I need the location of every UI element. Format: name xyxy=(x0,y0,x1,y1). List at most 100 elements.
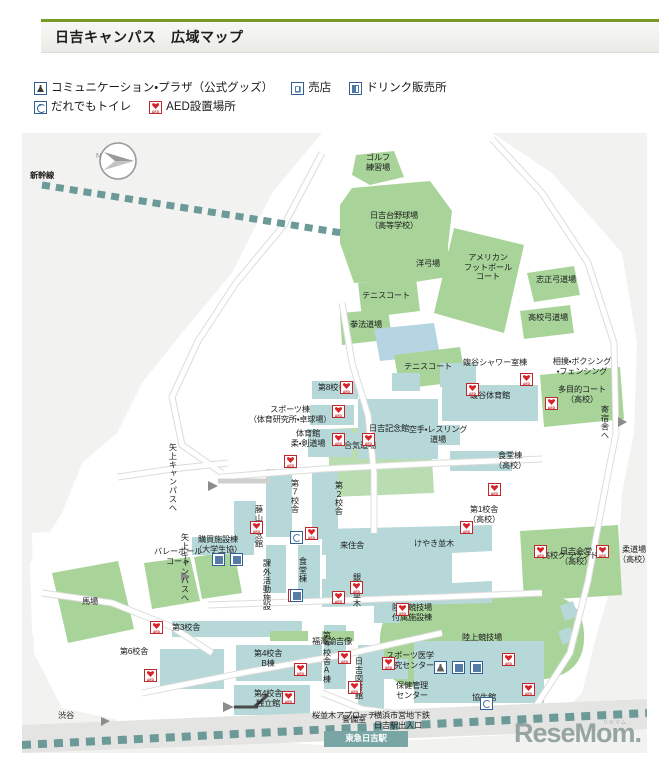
label-gymnasium-judo-kendo: 体育館 柔・剣道場 xyxy=(290,429,326,448)
outdoor-activity-shape xyxy=(266,545,286,593)
aed-marker-building-2[interactable]: AED xyxy=(332,591,345,604)
watermark-kana: リセマム xyxy=(602,720,627,726)
aed-marker-sports-building[interactable]: AED xyxy=(332,405,345,418)
label-karate-wrestling-dojo: 空手・レスリング 道場 xyxy=(408,425,468,444)
archery-range-shape xyxy=(400,245,454,283)
header-bar: 日吉キャンパス 広域マップ xyxy=(41,22,659,53)
label-outdoor-sports-club: 課外活動施設 xyxy=(262,559,271,611)
shop-marker-kyoseikan[interactable] xyxy=(452,661,465,674)
aed-marker-dining-hall[interactable]: AED xyxy=(305,527,318,540)
aed-marker-kyoseikan-lower[interactable]: AED xyxy=(522,683,535,696)
label-sports-medicine-center: スポーツ医学 研究センター xyxy=(386,651,434,670)
american-football-court-shape xyxy=(434,228,524,333)
aed-marker-health-center[interactable]: AED xyxy=(382,657,395,670)
building-4-independent-shape xyxy=(234,685,310,715)
label-uenoya-gymnasium: 蝮谷体育館 xyxy=(470,391,510,400)
legend-label-aed: AED設置場所 xyxy=(166,101,236,113)
tokyu-hiyoshi-station[interactable]: 東急日吉駅 xyxy=(324,731,408,747)
building-7-shape xyxy=(266,469,292,537)
label-archery-range: 洋弓場 xyxy=(416,259,440,268)
legend-label-accessible-toilet: だれでもトイレ xyxy=(51,101,132,113)
label-building-4-a: 第４校舎A棟 xyxy=(322,631,331,684)
label-health-center: 保健管理 センター xyxy=(396,681,428,700)
label-horse-riding-ground: 馬場 xyxy=(82,597,98,606)
aed-marker-sumo-boxing[interactable]: AED xyxy=(520,373,533,386)
coop-facility-shape xyxy=(192,537,254,555)
label-dining-hall-building: 食堂棟 xyxy=(298,557,307,583)
shisei-kyudo-dojo-shape xyxy=(527,266,580,302)
label-building-1-highschool: 第1校舎 （高校） xyxy=(468,505,500,524)
legend-row-1: コミュニケーション・プラザ（公式グッズ） 売店 ドリンク販売所 xyxy=(34,80,634,97)
aed-marker-track-annex[interactable]: AED xyxy=(396,603,409,616)
track-annex-shape xyxy=(374,603,400,623)
aed-marker-hiyoshi-kaido[interactable]: AED xyxy=(534,545,547,558)
label-sports-building: スポーツ棟 （体育研究所・卓球場） xyxy=(248,405,332,424)
legend-item-drink-vending: ドリンク販売所 xyxy=(349,80,447,97)
plaza-marker-kyoseikan[interactable] xyxy=(434,661,447,674)
label-to-yagami-campus-north: 矢上キャンパスへ xyxy=(168,443,177,512)
shower-room-shape xyxy=(392,373,420,391)
label-building-8: 第8校舎 xyxy=(317,383,347,392)
drink-vending-marker-coop[interactable] xyxy=(212,553,225,566)
label-fukuzawa-yukichi-statue: 福澤諭吉像 xyxy=(312,637,352,646)
volleyball-court-a-shape xyxy=(144,557,200,609)
label-track-annex-building: 陸上競技場 付属施設棟 xyxy=(392,603,432,622)
label-sakura-namiki-approach: 桜並木アプローチ xyxy=(312,711,376,720)
drink-vending-marker-dining[interactable] xyxy=(290,589,303,602)
aed-marker-uenoya-gym[interactable]: AED xyxy=(545,397,558,410)
label-keyaki-namiki: けやき並木 xyxy=(414,539,454,548)
label-golf-practice-range: ゴルフ 練習場 xyxy=(366,153,390,172)
legend-item-accessible-toilet: だれでもトイレ xyxy=(34,99,131,116)
shop-marker-coop[interactable] xyxy=(230,553,243,566)
label-hiyoshi-memorial-hall: 日吉記念館 xyxy=(369,424,409,433)
label-shinkansen: 新幹線 xyxy=(30,171,54,180)
south-boundary-road xyxy=(22,699,647,753)
campus-map[interactable]: N 新幹線 矢上キャンパスへ 矢上キャンパスへ 寄宿舎へ 渋谷 ゴルフ 練習場 … xyxy=(22,133,647,753)
label-multipurpose-court: 多目的コート （高校） xyxy=(558,385,606,404)
aed-marker-library-lower[interactable]: AED xyxy=(348,681,361,694)
label-track-and-field-stadium: 陸上競技場 xyxy=(462,633,502,642)
legend-label-shop: 売店 xyxy=(308,82,332,94)
aed-marker-kyoseikan-upper[interactable]: AED xyxy=(502,653,515,666)
aed-marker-building-4b[interactable]: AED xyxy=(294,663,307,676)
label-raijusha: 来住舎 xyxy=(340,541,364,550)
uenoya-gymnasium-shape xyxy=(442,385,538,421)
label-aikido-dojo: 合気道場 xyxy=(344,441,376,450)
label-tennis-court-upper: テニスコート xyxy=(362,291,410,300)
aed-marker-outdoor-club[interactable]: AED xyxy=(250,521,263,534)
label-hiyoshi-kaido: 日吉会堂 （高校） xyxy=(560,547,592,566)
aed-marker-building-1-hs-upper[interactable]: AED xyxy=(488,483,501,496)
station-label: 東急日吉駅 xyxy=(345,733,387,744)
road-fill xyxy=(41,137,619,720)
label-security-office: 警備室 xyxy=(342,715,366,724)
aed-marker-library-upper[interactable]: AED xyxy=(338,651,351,664)
legend-row-2: だれでもトイレ AED AED設置場所 xyxy=(34,99,634,116)
watermark-text: ReseMom. xyxy=(513,718,642,748)
bldg-strip-a xyxy=(270,631,308,641)
aed-badge-text: AED xyxy=(151,109,160,114)
aed-marker-judo-hall[interactable]: AED xyxy=(596,545,609,558)
arrow-to-yagami-north xyxy=(208,481,218,491)
tokyu-rail xyxy=(22,709,647,749)
label-american-football-court: アメリカン フットボール コート xyxy=(464,253,512,282)
header-accent-rule xyxy=(41,19,659,22)
aed-marker-building-4-independent[interactable]: AED xyxy=(282,691,295,704)
aed-marker-building-3[interactable]: AED xyxy=(150,621,163,634)
aed-marker-building-8[interactable]: AED xyxy=(340,381,353,394)
aed-marker-memorial-hall[interactable]: AED xyxy=(362,433,375,446)
label-shisei-kyudo-dojo: 志正弓道場 xyxy=(536,275,576,284)
aed-marker-shower-room[interactable]: AED xyxy=(466,383,479,396)
aed-marker-building-7[interactable]: AED xyxy=(284,455,297,468)
page-title: 日吉キャンパス 広域マップ xyxy=(55,29,244,45)
resemom-watermark: リセマム ReseMom. xyxy=(513,718,642,749)
accessible-toilet-marker-kyoseikan[interactable] xyxy=(480,697,493,710)
drink-vending-marker-kyoseikan[interactable] xyxy=(470,661,483,674)
label-hiyoshidai-baseball-field: 日吉台野球場 （高等学校） xyxy=(370,211,418,230)
aed-marker-raijusha[interactable]: AED xyxy=(350,581,363,594)
accessible-toilet-icon xyxy=(34,101,47,114)
building-3-shape xyxy=(172,621,302,637)
aed-marker-building-6[interactable]: AED xyxy=(144,669,157,682)
aed-marker-building-1-hs-lower[interactable]: AED xyxy=(460,521,473,534)
aed-marker-gymnasium[interactable]: AED xyxy=(332,433,345,446)
accessible-toilet-marker-dining[interactable] xyxy=(290,531,303,544)
